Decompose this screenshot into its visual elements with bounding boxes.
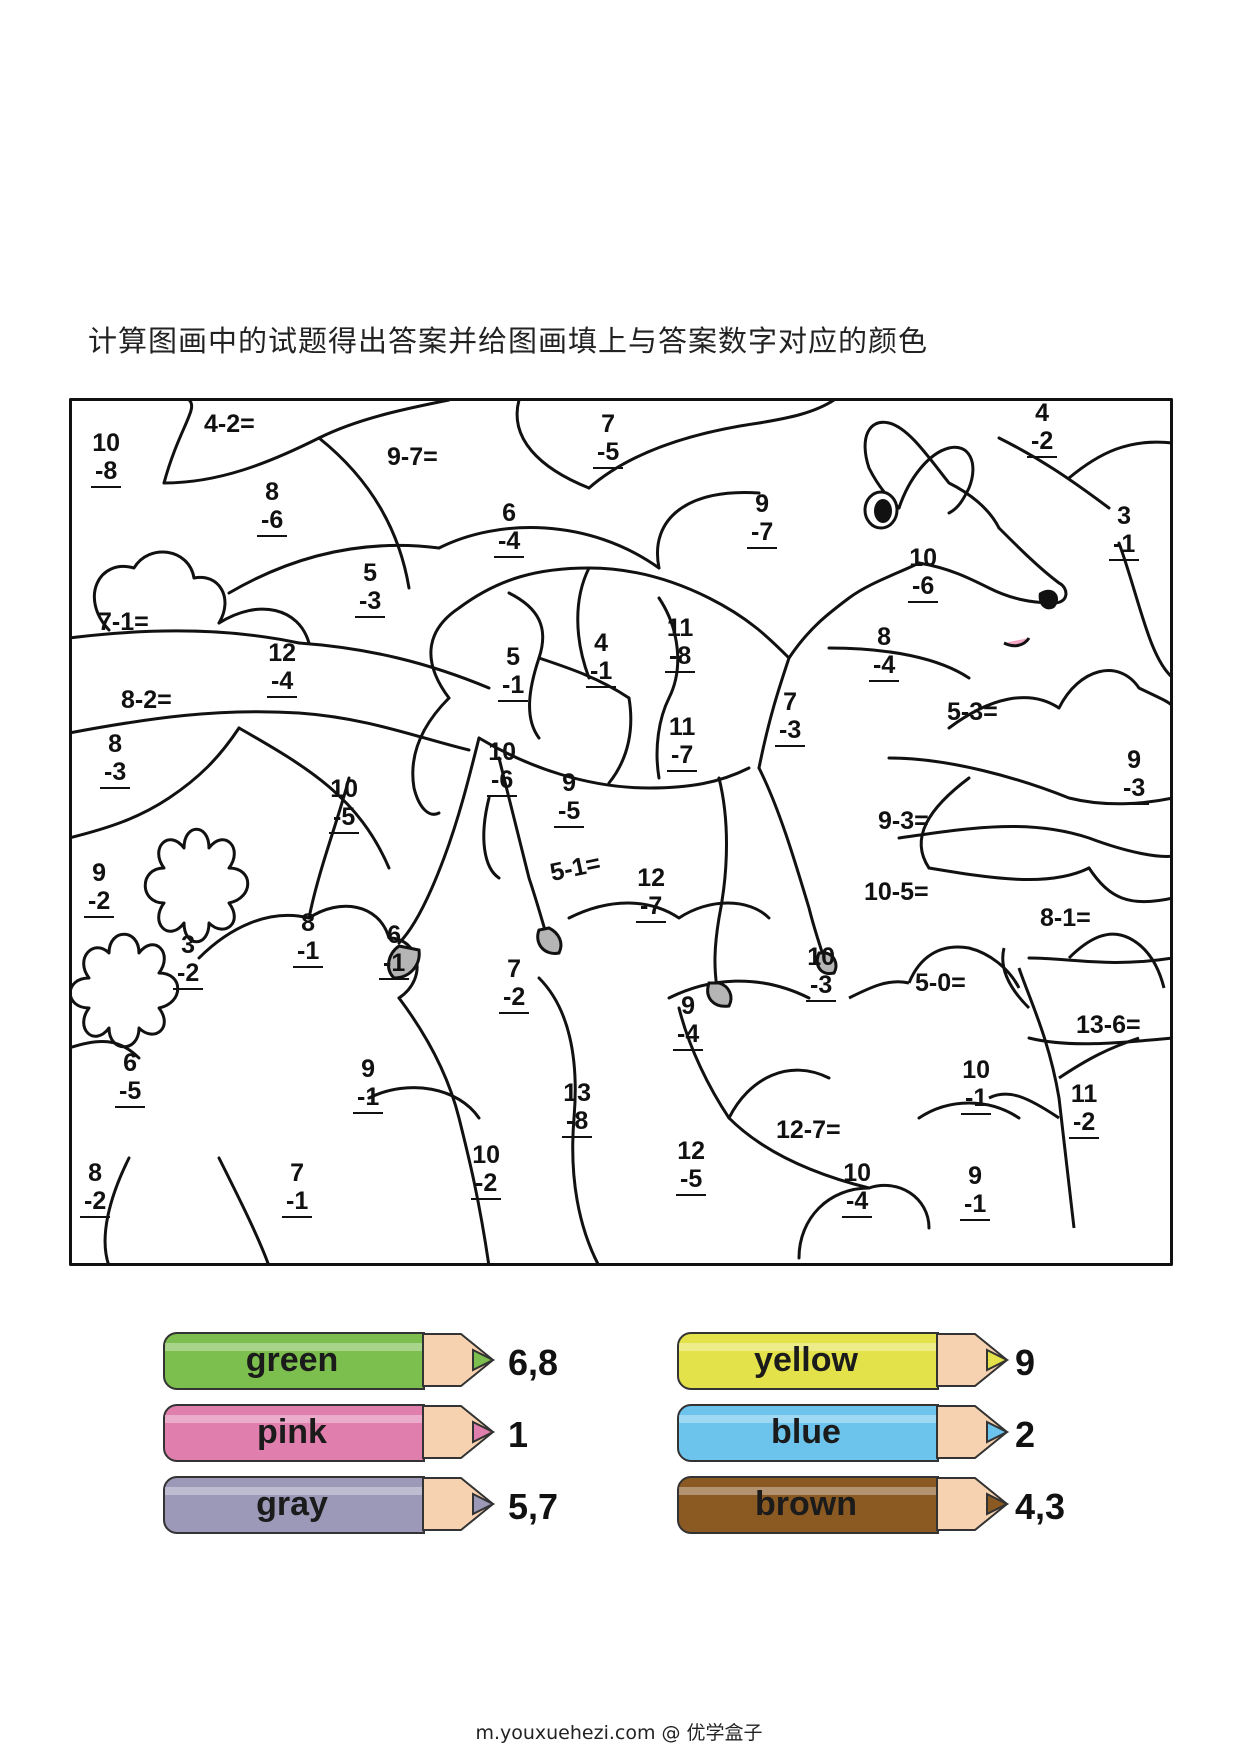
problem-28: 9-2 bbox=[84, 861, 115, 918]
pencil-label: pink bbox=[257, 1413, 327, 1451]
problem-50: 12-5 bbox=[676, 1139, 707, 1196]
problem-13: 12-4 bbox=[267, 641, 298, 698]
problem-51: 10-4 bbox=[842, 1161, 873, 1218]
pencil-tip-icon bbox=[936, 1405, 1010, 1459]
problem-1: 10-8 bbox=[91, 431, 122, 488]
problem-40: 13-6= bbox=[1076, 1011, 1141, 1039]
problem-26: 9-3 bbox=[1119, 748, 1150, 805]
problem-19: 7-3 bbox=[775, 690, 806, 747]
color-by-number-picture: 10-8 4-2= 8-6 9-7= 7-5 4-2 6-4 9-7 3-1 5… bbox=[69, 398, 1173, 1266]
problem-8: 9-7 bbox=[747, 492, 778, 549]
pencil-numbers: 2 bbox=[1015, 1414, 1036, 1455]
pencil-label: brown bbox=[755, 1485, 857, 1523]
pencil-tip-icon bbox=[936, 1333, 1010, 1387]
problem-33: 3-2 bbox=[173, 933, 204, 990]
pencil-body bbox=[163, 1476, 425, 1534]
footer-credit: m.youxuehezi.com @ 优学盒子 bbox=[475, 1722, 763, 1744]
pencil-body bbox=[163, 1404, 425, 1462]
picture-outline bbox=[69, 398, 1173, 1266]
problem-37: 10-3 bbox=[806, 945, 837, 1002]
problem-3: 8-6 bbox=[257, 480, 288, 537]
problem-39: 9-4 bbox=[673, 994, 704, 1051]
problem-46: 12-7= bbox=[776, 1116, 841, 1144]
problem-24: 9-5 bbox=[554, 771, 585, 828]
problem-52: 9-1 bbox=[960, 1164, 991, 1221]
pencil-label: yellow bbox=[754, 1341, 858, 1379]
problem-35: 6-1 bbox=[379, 923, 410, 980]
problem-22: 10-5 bbox=[329, 777, 360, 834]
pencil-label: gray bbox=[256, 1485, 328, 1523]
pencil-label: green bbox=[245, 1341, 339, 1379]
pencil-numbers: 5,7 bbox=[508, 1486, 559, 1527]
worksheet-title: 计算图画中的试题得出答案并给图画填上与答案数字对应的颜色 bbox=[88, 324, 929, 358]
problem-32: 8-1= bbox=[1040, 904, 1091, 932]
problem-7: 6-4 bbox=[494, 501, 525, 558]
pencil-tip-icon bbox=[422, 1333, 496, 1387]
pencil-body bbox=[163, 1332, 425, 1390]
problem-5: 7-5 bbox=[593, 412, 624, 469]
pencil-numbers: 6,8 bbox=[508, 1342, 559, 1383]
problem-30: 12-7 bbox=[636, 866, 667, 923]
pencil-numbers: 9 bbox=[1015, 1342, 1036, 1383]
pencil-tip-icon bbox=[936, 1477, 1010, 1531]
problem-43: 13-8 bbox=[562, 1081, 593, 1138]
problem-10: 5-3 bbox=[355, 561, 386, 618]
problem-23: 10-6 bbox=[487, 740, 518, 797]
problem-18: 8-2= bbox=[121, 686, 172, 714]
pencil-numbers: 4,3 bbox=[1015, 1486, 1066, 1527]
problem-16: 11-8 bbox=[665, 616, 696, 673]
problem-17: 8-4 bbox=[869, 625, 900, 682]
problem-34: 8-1 bbox=[293, 911, 324, 968]
problem-25: 11-7 bbox=[667, 715, 698, 772]
pencil-tip-icon bbox=[422, 1405, 496, 1459]
problem-45: 11-2 bbox=[1069, 1082, 1100, 1139]
problem-14: 5-1 bbox=[498, 645, 529, 702]
problem-12: 7-1= bbox=[98, 608, 149, 636]
problem-48: 7-1 bbox=[282, 1161, 313, 1218]
problem-9: 3-1 bbox=[1109, 504, 1140, 561]
problem-21: 8-3 bbox=[100, 732, 131, 789]
problem-42: 9-1 bbox=[353, 1057, 384, 1114]
problem-2: 4-2= bbox=[204, 410, 255, 438]
problem-31: 10-5= bbox=[864, 878, 929, 906]
pencil-label: blue bbox=[771, 1413, 841, 1451]
problem-44: 10-1 bbox=[961, 1058, 992, 1115]
problem-36: 7-2 bbox=[499, 957, 530, 1014]
problem-6: 4-2 bbox=[1027, 401, 1058, 458]
pencil-body bbox=[677, 1404, 939, 1462]
problem-41: 6-5 bbox=[115, 1051, 146, 1108]
pencil-body bbox=[677, 1332, 939, 1390]
problem-27: 9-3= bbox=[878, 807, 929, 835]
pencil-tip-icon bbox=[422, 1477, 496, 1531]
problem-38: 5-0= bbox=[915, 969, 966, 997]
problem-49: 10-2 bbox=[471, 1143, 502, 1200]
pencil-numbers: 1 bbox=[508, 1414, 529, 1455]
problem-11: 10-6 bbox=[908, 546, 939, 603]
problem-20: 5-3= bbox=[947, 698, 998, 726]
problem-47: 8-2 bbox=[80, 1161, 111, 1218]
problem-4: 9-7= bbox=[387, 443, 438, 471]
problem-15: 4-1 bbox=[586, 631, 617, 688]
pencil-body bbox=[677, 1476, 939, 1534]
